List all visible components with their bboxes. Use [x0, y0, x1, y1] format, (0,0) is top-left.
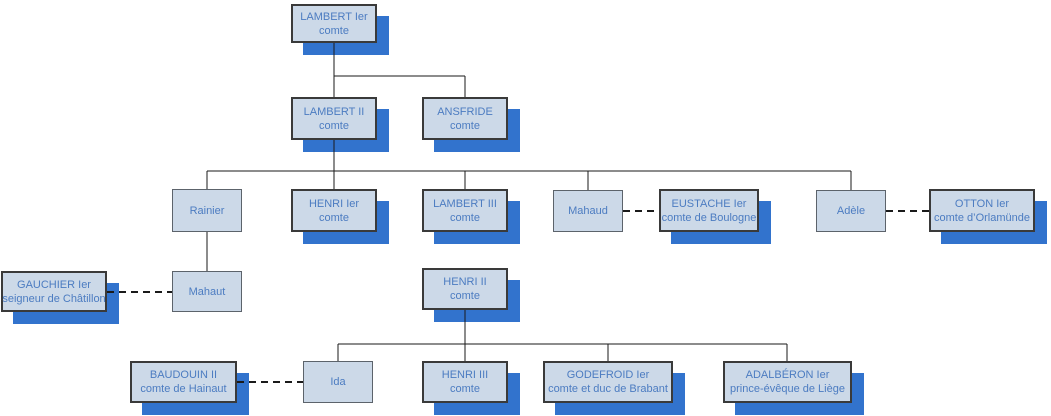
node-mahaud: Mahaud — [553, 190, 623, 232]
person-title: comte et duc de Brabant — [548, 383, 668, 395]
person-name: Rainier — [189, 204, 225, 217]
node-baudouin-ii: BAUDOUIN II comte de Hainaut — [130, 361, 237, 403]
node-adalberon-ier: ADALBÉRON Ier prince-évêque de Liège — [723, 361, 852, 403]
node-rainier: Rainier — [172, 189, 242, 232]
person-title: comte — [319, 211, 349, 224]
person-title: comte — [450, 211, 480, 224]
node-henri-ii: HENRI II comte — [422, 268, 508, 310]
person-title: seigneur de Châtillon — [2, 292, 106, 305]
person-name: LAMBERT III — [433, 197, 497, 210]
person-title: comte de Boulogne — [661, 211, 757, 224]
person-title: comte — [319, 24, 349, 37]
person-name: GAUCHIER Ier — [17, 278, 91, 291]
node-henri-iii: HENRI III comte — [422, 361, 508, 403]
person-name: Ida — [330, 376, 346, 388]
person-title: prince-évêque de Liège — [730, 383, 845, 395]
person-name: Adèle — [836, 205, 866, 217]
person-title: comte — [319, 119, 349, 132]
person-name: LAMBERT Ier — [300, 10, 368, 23]
person-name: ANSFRIDE — [437, 105, 493, 118]
person-title: comte d’Orlamünde — [934, 211, 1030, 224]
node-mahaut: Mahaut — [172, 271, 242, 312]
person-name: EUSTACHE Ier — [671, 197, 747, 210]
person-name: OTTON Ier — [954, 197, 1010, 210]
person-title: comte — [450, 290, 480, 302]
person-title: comte de Hainaut — [140, 383, 227, 395]
person-name: BAUDOUIN II — [149, 369, 218, 381]
person-name: LAMBERT II — [303, 105, 365, 118]
person-name: Mahaud — [568, 205, 608, 217]
person-name: HENRI II — [443, 276, 487, 288]
person-name: ADALBÉRON Ier — [745, 369, 830, 381]
person-name: HENRI III — [441, 369, 489, 381]
node-adele: Adèle — [816, 190, 886, 232]
person-name: HENRI Ier — [308, 197, 360, 210]
person-name: GODEFROID Ier — [566, 369, 650, 381]
person-name: Mahaut — [188, 285, 226, 298]
node-ida: Ida — [303, 361, 373, 403]
node-godefroid-ier: GODEFROID Ier comte et duc de Brabant — [543, 361, 673, 403]
person-title: comte — [450, 119, 480, 132]
person-title: comte — [450, 383, 480, 395]
